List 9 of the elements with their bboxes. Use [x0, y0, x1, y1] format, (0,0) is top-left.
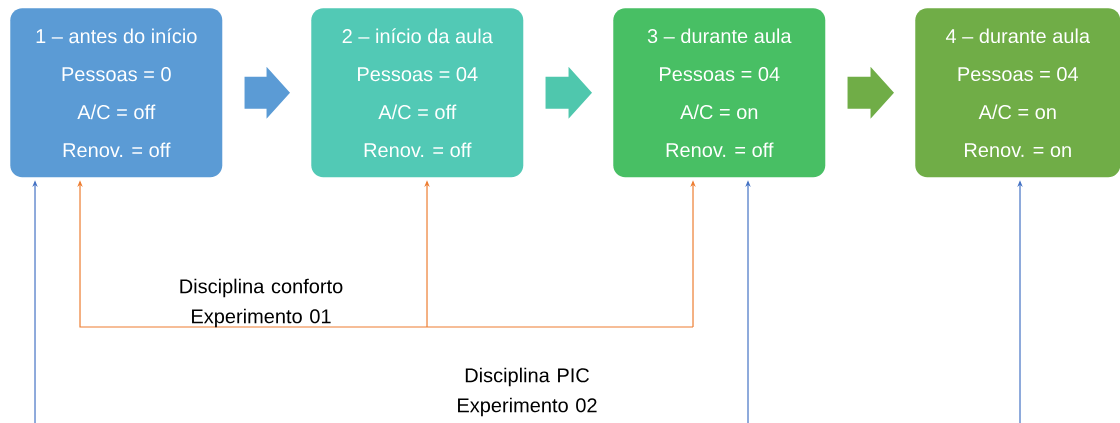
- block-arrow: [847, 66, 894, 119]
- state-box: 2 – início da aula Pessoas = 04 A/C = off Renov. = off: [311, 8, 524, 178]
- block-arrow: [244, 66, 290, 119]
- state-box: 1 – antes do início Pessoas = 0 A/C = off Renov. = off: [10, 8, 223, 178]
- caption-text: Disciplina PIC Experimento 02: [458, 367, 597, 417]
- block-arrow: [545, 66, 592, 119]
- caption-text: Disciplina conforto Experimento 01: [180, 278, 343, 328]
- state-box: 3 – durante aula Pessoas = 04 A/C = on Renov. = off: [613, 8, 826, 178]
- state-box: 4 – durante aula Pessoas = 04 A/C = on Renov. = on: [915, 8, 1120, 178]
